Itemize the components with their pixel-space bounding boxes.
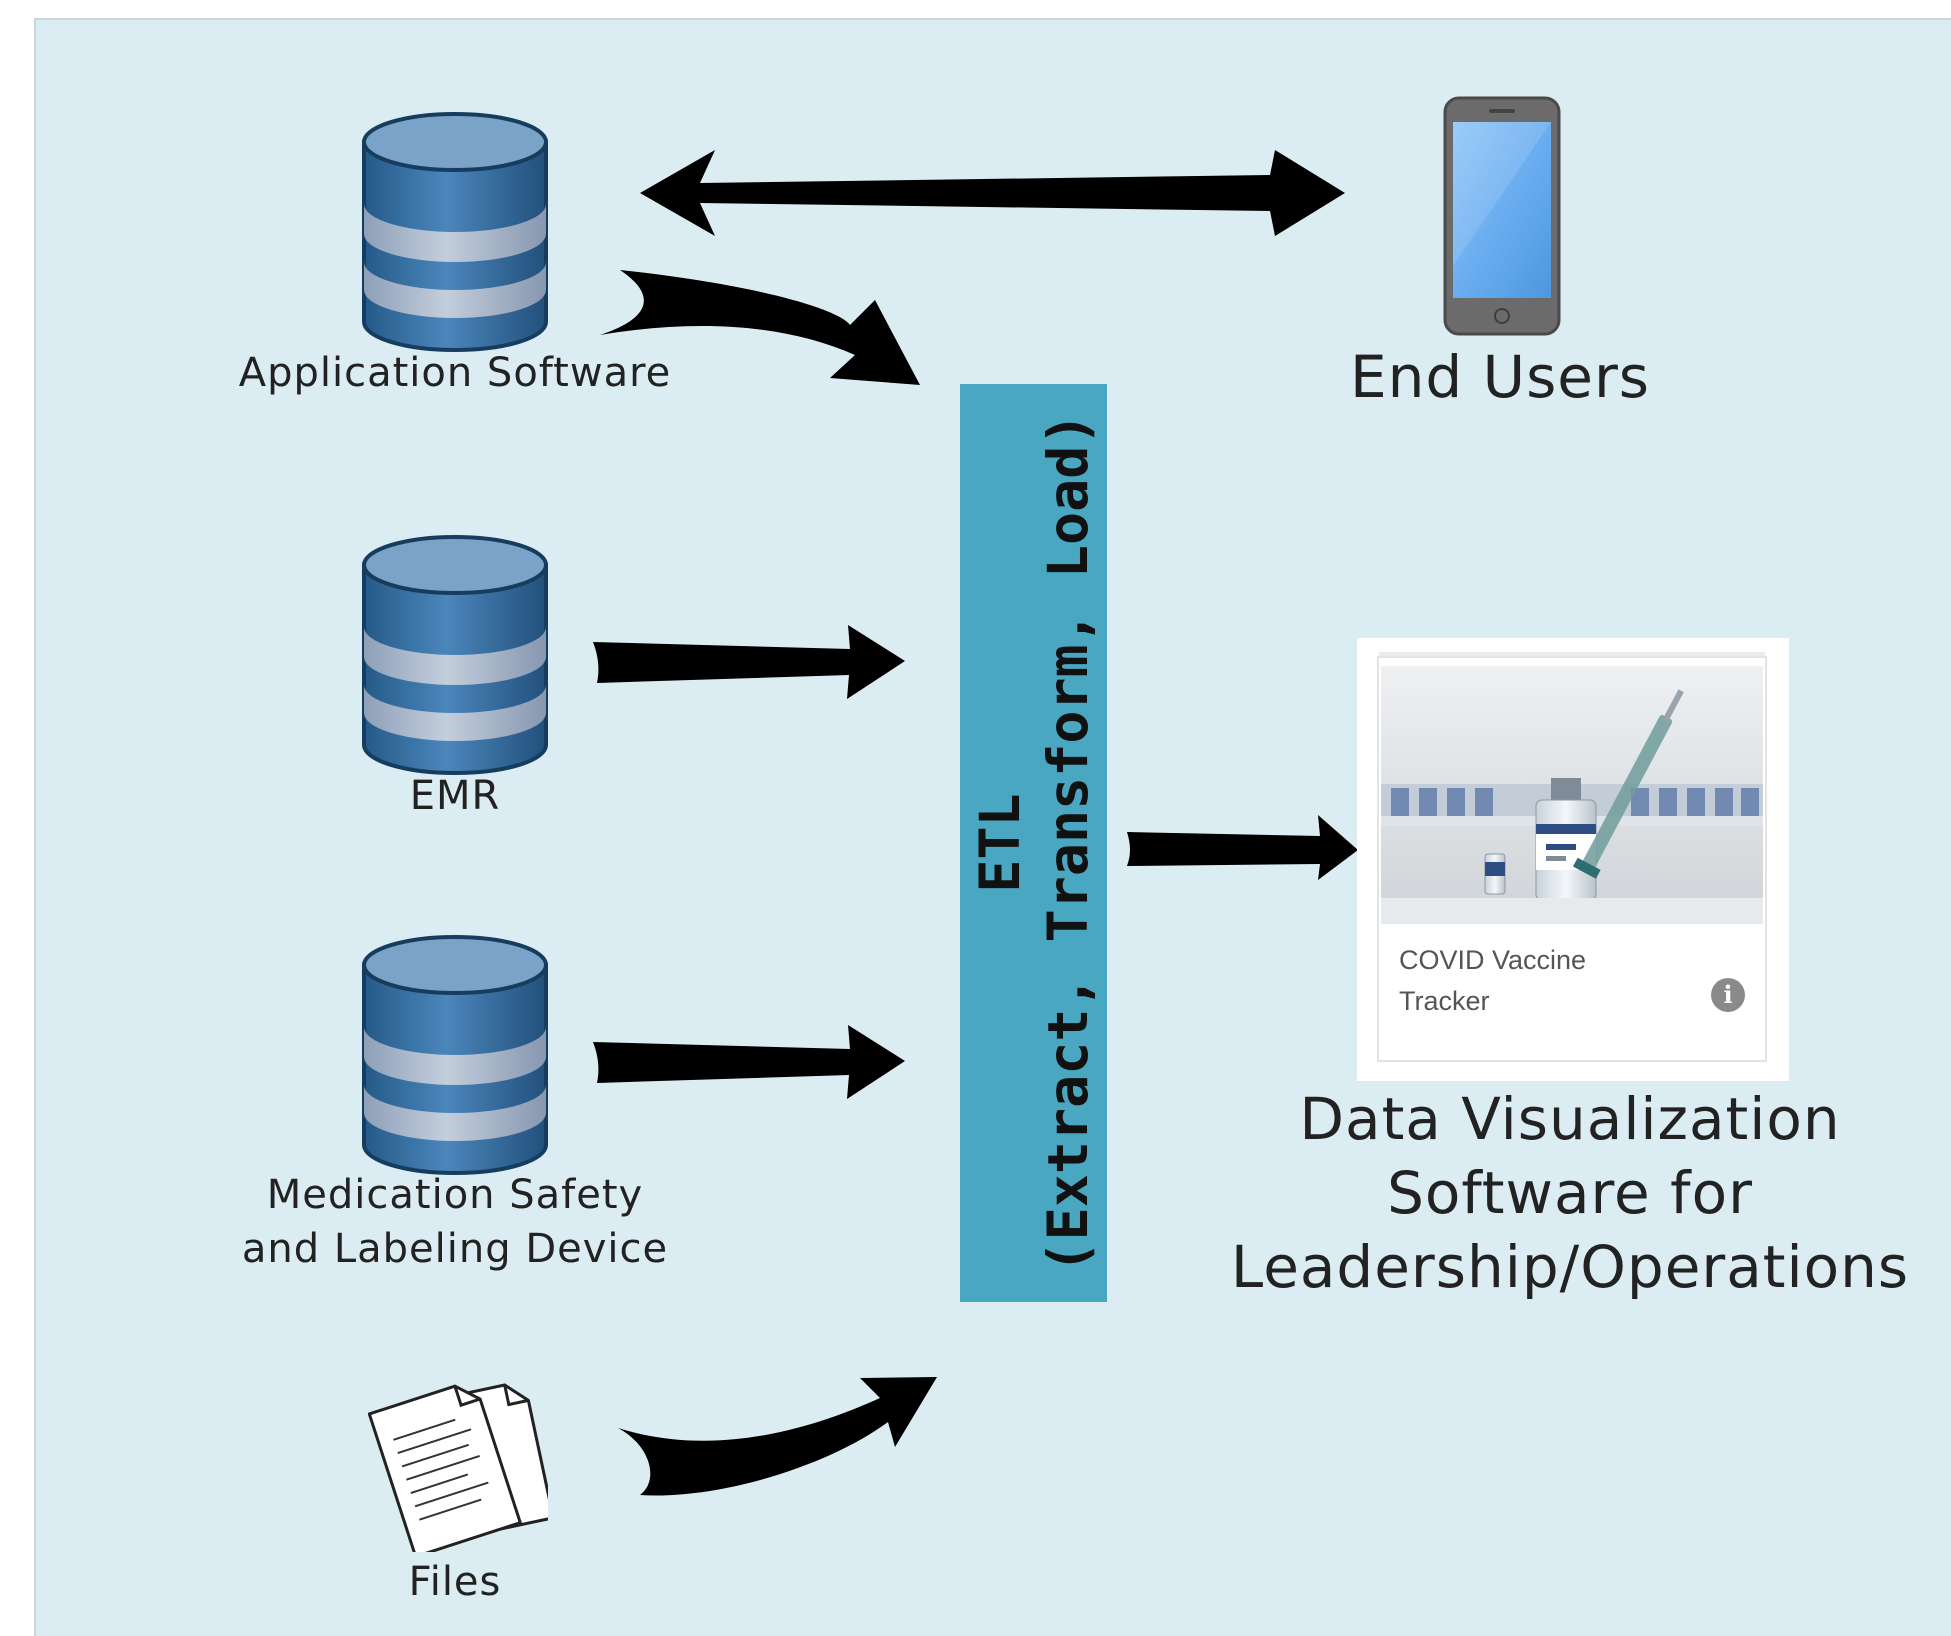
medication-device-label-line1: Medication Safety [266, 1172, 644, 1218]
bidirectional-arrow [640, 150, 1345, 236]
etl-box: ETL (Extract, Transform, Load) [960, 384, 1107, 1302]
files-label: Files [408, 1559, 502, 1605]
dashboard-tile[interactable]: COVID Vaccine Tracker i [1377, 656, 1767, 1062]
tile-title[interactable]: COVID Vaccine Tracker [1399, 945, 1587, 1016]
end-users-label: End Users [1349, 343, 1651, 411]
medication-device-label-line2: and Labeling Device [241, 1226, 669, 1272]
database-icon [362, 535, 548, 775]
arrow-medication-to-etl [593, 1025, 905, 1099]
visualization-label-line1: Data Visualization [1299, 1085, 1841, 1153]
visualization-label-line3: Leadership/Operations [1230, 1233, 1910, 1301]
database-icon [362, 935, 548, 1175]
etl-subtitle: (Extract, Transform, Load) [1035, 412, 1100, 1274]
etl-title: ETL [967, 793, 1032, 893]
database-icon [362, 112, 548, 352]
arrow-app-to-etl [600, 270, 920, 385]
arrow-files-to-etl [618, 1377, 937, 1496]
arrow-etl-to-visualization [1127, 815, 1358, 880]
medication-device-label: Medication Safety and Labeling Device [205, 1168, 705, 1276]
files-icon [368, 1383, 548, 1552]
visualization-label-line2: Software for [1387, 1159, 1753, 1227]
arrow-emr-to-etl [593, 625, 905, 699]
visualization-card[interactable]: COVID Vaccine Tracker i [1357, 638, 1789, 1081]
info-icon[interactable]: i [1711, 978, 1745, 1012]
application-software-label: Application Software [238, 350, 672, 396]
emr-label: EMR [409, 773, 501, 819]
etl-label: ETL (Extract, Transform, Load) [966, 413, 1102, 1274]
visualization-label: Data Visualization Software for Leadersh… [1220, 1082, 1920, 1304]
vaccine-photo-image [1381, 666, 1763, 924]
smartphone-icon [1443, 96, 1561, 336]
